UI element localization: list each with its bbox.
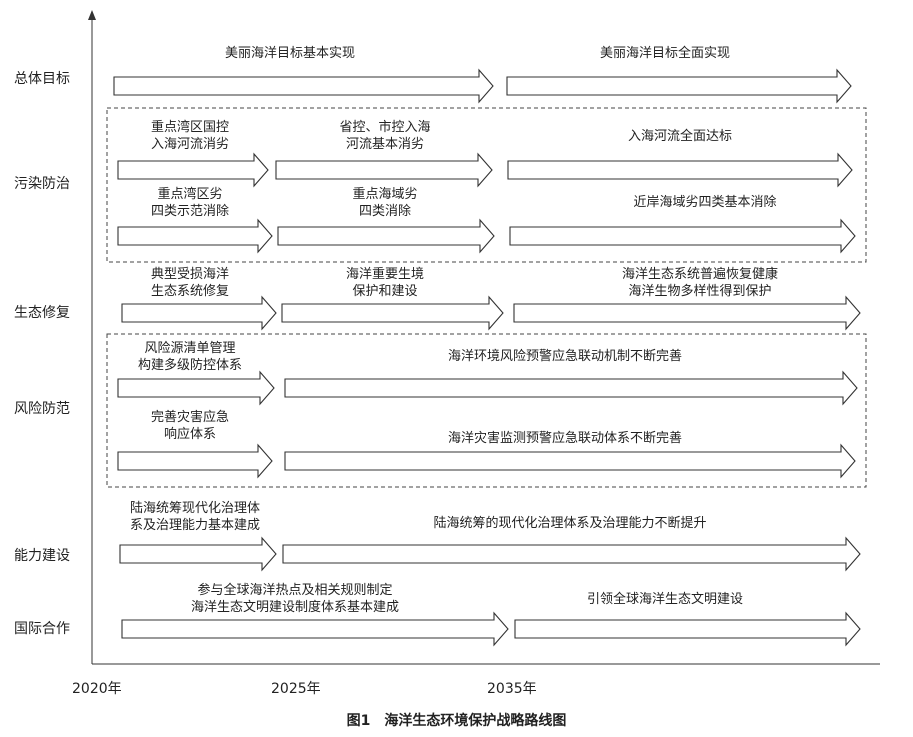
arrow-overall-1 (113, 68, 494, 104)
label-pollution-a1: 重点湾区国控 入海河流消劣 (150, 120, 229, 152)
arrows (113, 68, 861, 647)
arrow-capacity-1 (119, 536, 277, 572)
arrow-pollution-a3 (507, 152, 853, 188)
label-pollution-b3: 近岸海域劣四类基本消除 (633, 195, 777, 210)
arrow-pollution-b3 (509, 218, 856, 254)
label-ecology-1: 典型受损海洋 生态系统修复 (150, 267, 229, 299)
arrow-intl-2 (514, 611, 861, 647)
label-pollution-b2: 重点海域劣 四类消除 (352, 187, 418, 219)
arrow-capacity-2 (282, 536, 861, 572)
label-overall-1: 美丽海洋目标基本实现 (224, 46, 355, 61)
axes (88, 10, 880, 665)
label-risk-a2: 海洋环境风险预警应急联动机制不断完善 (447, 349, 682, 364)
arrow-pollution-a2 (275, 152, 493, 188)
risk-group-box (106, 333, 867, 488)
pollution-group-box (106, 107, 867, 263)
label-overall-2: 美丽海洋目标全面实现 (599, 46, 730, 61)
arrow-ecology-3 (513, 295, 861, 331)
arrow-pollution-a1 (117, 152, 269, 188)
label-pollution-a3: 入海河流全面达标 (627, 129, 732, 144)
label-capacity-1: 陆海统筹现代化治理体 系及治理能力基本建成 (129, 501, 260, 533)
arrow-pollution-b2 (277, 218, 495, 254)
arrow-risk-b1 (117, 443, 273, 479)
label-risk-b2: 海洋灾害监测预警应急联动体系不断完善 (447, 431, 682, 446)
arrow-pollution-b1 (117, 218, 273, 254)
label-pollution-a2: 省控、市控入海 河流基本消劣 (339, 120, 431, 152)
year-2020: 2020年 (72, 681, 122, 697)
year-2025: 2025年 (271, 681, 321, 697)
category-ecology: 生态修复 (14, 305, 70, 321)
label-pollution-b1: 重点湾区劣 四类示范消除 (150, 187, 229, 219)
category-risk: 风险防范 (14, 401, 70, 417)
label-risk-b1: 完善灾害应急 响应体系 (150, 410, 229, 442)
category-capacity: 能力建设 (14, 548, 70, 564)
arrow-overall-2 (506, 68, 852, 104)
label-risk-a1: 风险源清单管理 构建多级防控体系 (137, 341, 242, 373)
arrow-risk-a2 (284, 370, 858, 406)
arrow-ecology-1 (121, 295, 277, 331)
category-intl: 国际合作 (14, 621, 70, 637)
arrow-risk-a1 (117, 370, 275, 406)
label-capacity-2: 陆海统筹的现代化治理体系及治理能力不断提升 (433, 516, 707, 531)
label-intl-2: 引领全球海洋生态文明建设 (586, 592, 743, 607)
arrow-risk-b2 (284, 443, 856, 479)
dashed-groups (106, 107, 867, 488)
label-ecology-2: 海洋重要生境 保护和建设 (345, 267, 424, 299)
figure-caption: 图1 海洋生态环境保护战略路线图 (346, 713, 567, 729)
label-ecology-3: 海洋生态系统普遍恢复健康 海洋生物多样性得到保护 (621, 267, 778, 299)
category-overall: 总体目标 (14, 71, 70, 87)
arrow-ecology-2 (281, 295, 504, 331)
label-intl-1: 参与全球海洋热点及相关规则制定 海洋生态文明建设制度体系基本建成 (190, 583, 399, 615)
y-axis-arrowhead (88, 10, 96, 20)
arrow-intl-1 (121, 611, 509, 647)
year-2035: 2035年 (487, 681, 537, 697)
category-pollution: 污染防治 (14, 176, 70, 192)
